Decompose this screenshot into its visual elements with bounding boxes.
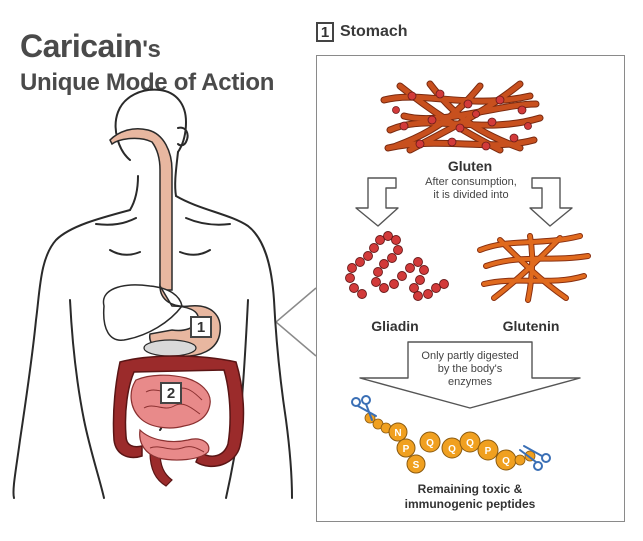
- peptide-letter-5: Q: [466, 438, 474, 449]
- peptide-letter-7: Q: [502, 456, 510, 467]
- digestive-tract: [102, 128, 245, 487]
- esophagus: [109, 128, 173, 291]
- merge-arrow: [359, 341, 581, 409]
- split-caption-line1: After consumption,: [425, 176, 517, 188]
- intestine-marker: 2: [160, 382, 182, 404]
- large-intestine: [112, 355, 245, 467]
- glutenin-fibers: [477, 233, 591, 303]
- title-subtitle: Unique Mode of Action: [20, 69, 275, 96]
- split-caption-line2: it is divided into: [433, 189, 509, 201]
- peptide-letter-1: P: [403, 444, 410, 455]
- arrow-right: [529, 177, 573, 227]
- panel-number-badge: 1: [316, 22, 334, 42]
- peptide-letter-6: P: [485, 446, 492, 457]
- stomach-marker: 1: [190, 316, 212, 338]
- title-brand: Caricain's: [20, 28, 161, 64]
- scissors-icon-right: [519, 445, 551, 471]
- result-caption-line1: Remaining toxic &: [417, 482, 523, 496]
- result-caption: Remaining toxic & immunogenic peptides: [370, 482, 570, 512]
- result-caption-line2: immunogenic peptides: [404, 497, 536, 511]
- gluten-label: Gluten: [447, 158, 493, 174]
- human-body-outline: [12, 88, 293, 499]
- panel-header: 1 Stomach: [316, 22, 408, 42]
- peptide-letter-2: S: [413, 460, 420, 471]
- digestion-caption-line1: Only partly digested: [421, 350, 519, 362]
- digestion-caption-line2: by the body's: [437, 363, 503, 375]
- panel-connector: [274, 287, 317, 357]
- digestion-caption-line3: enzymes: [447, 376, 493, 388]
- panel-title: Stomach: [340, 23, 408, 40]
- gluten-network: [380, 80, 544, 154]
- rectum: [149, 451, 173, 487]
- split-caption: After consumption, it is divided into: [396, 176, 546, 202]
- scissors-icon: [351, 395, 377, 421]
- gliadin-chain: [345, 231, 449, 301]
- gliadin-label: Gliadin: [371, 318, 419, 334]
- pancreas: [143, 339, 197, 357]
- digestion-caption: Only partly digested by the body's enzym…: [408, 350, 532, 389]
- glutenin-label: Glutenin: [502, 318, 560, 334]
- arrow-left: [355, 177, 399, 227]
- peptide-letter-0: N: [394, 428, 401, 439]
- peptide-letter-4: Q: [448, 444, 456, 455]
- page-title: Caricain's Unique Mode of Action: [20, 28, 274, 98]
- peptide-chain: N P S Q Q Q P Q: [351, 395, 551, 474]
- peptide-letter-3: Q: [426, 438, 434, 449]
- peptide-beads: [388, 422, 517, 474]
- split-arrows: [355, 177, 573, 227]
